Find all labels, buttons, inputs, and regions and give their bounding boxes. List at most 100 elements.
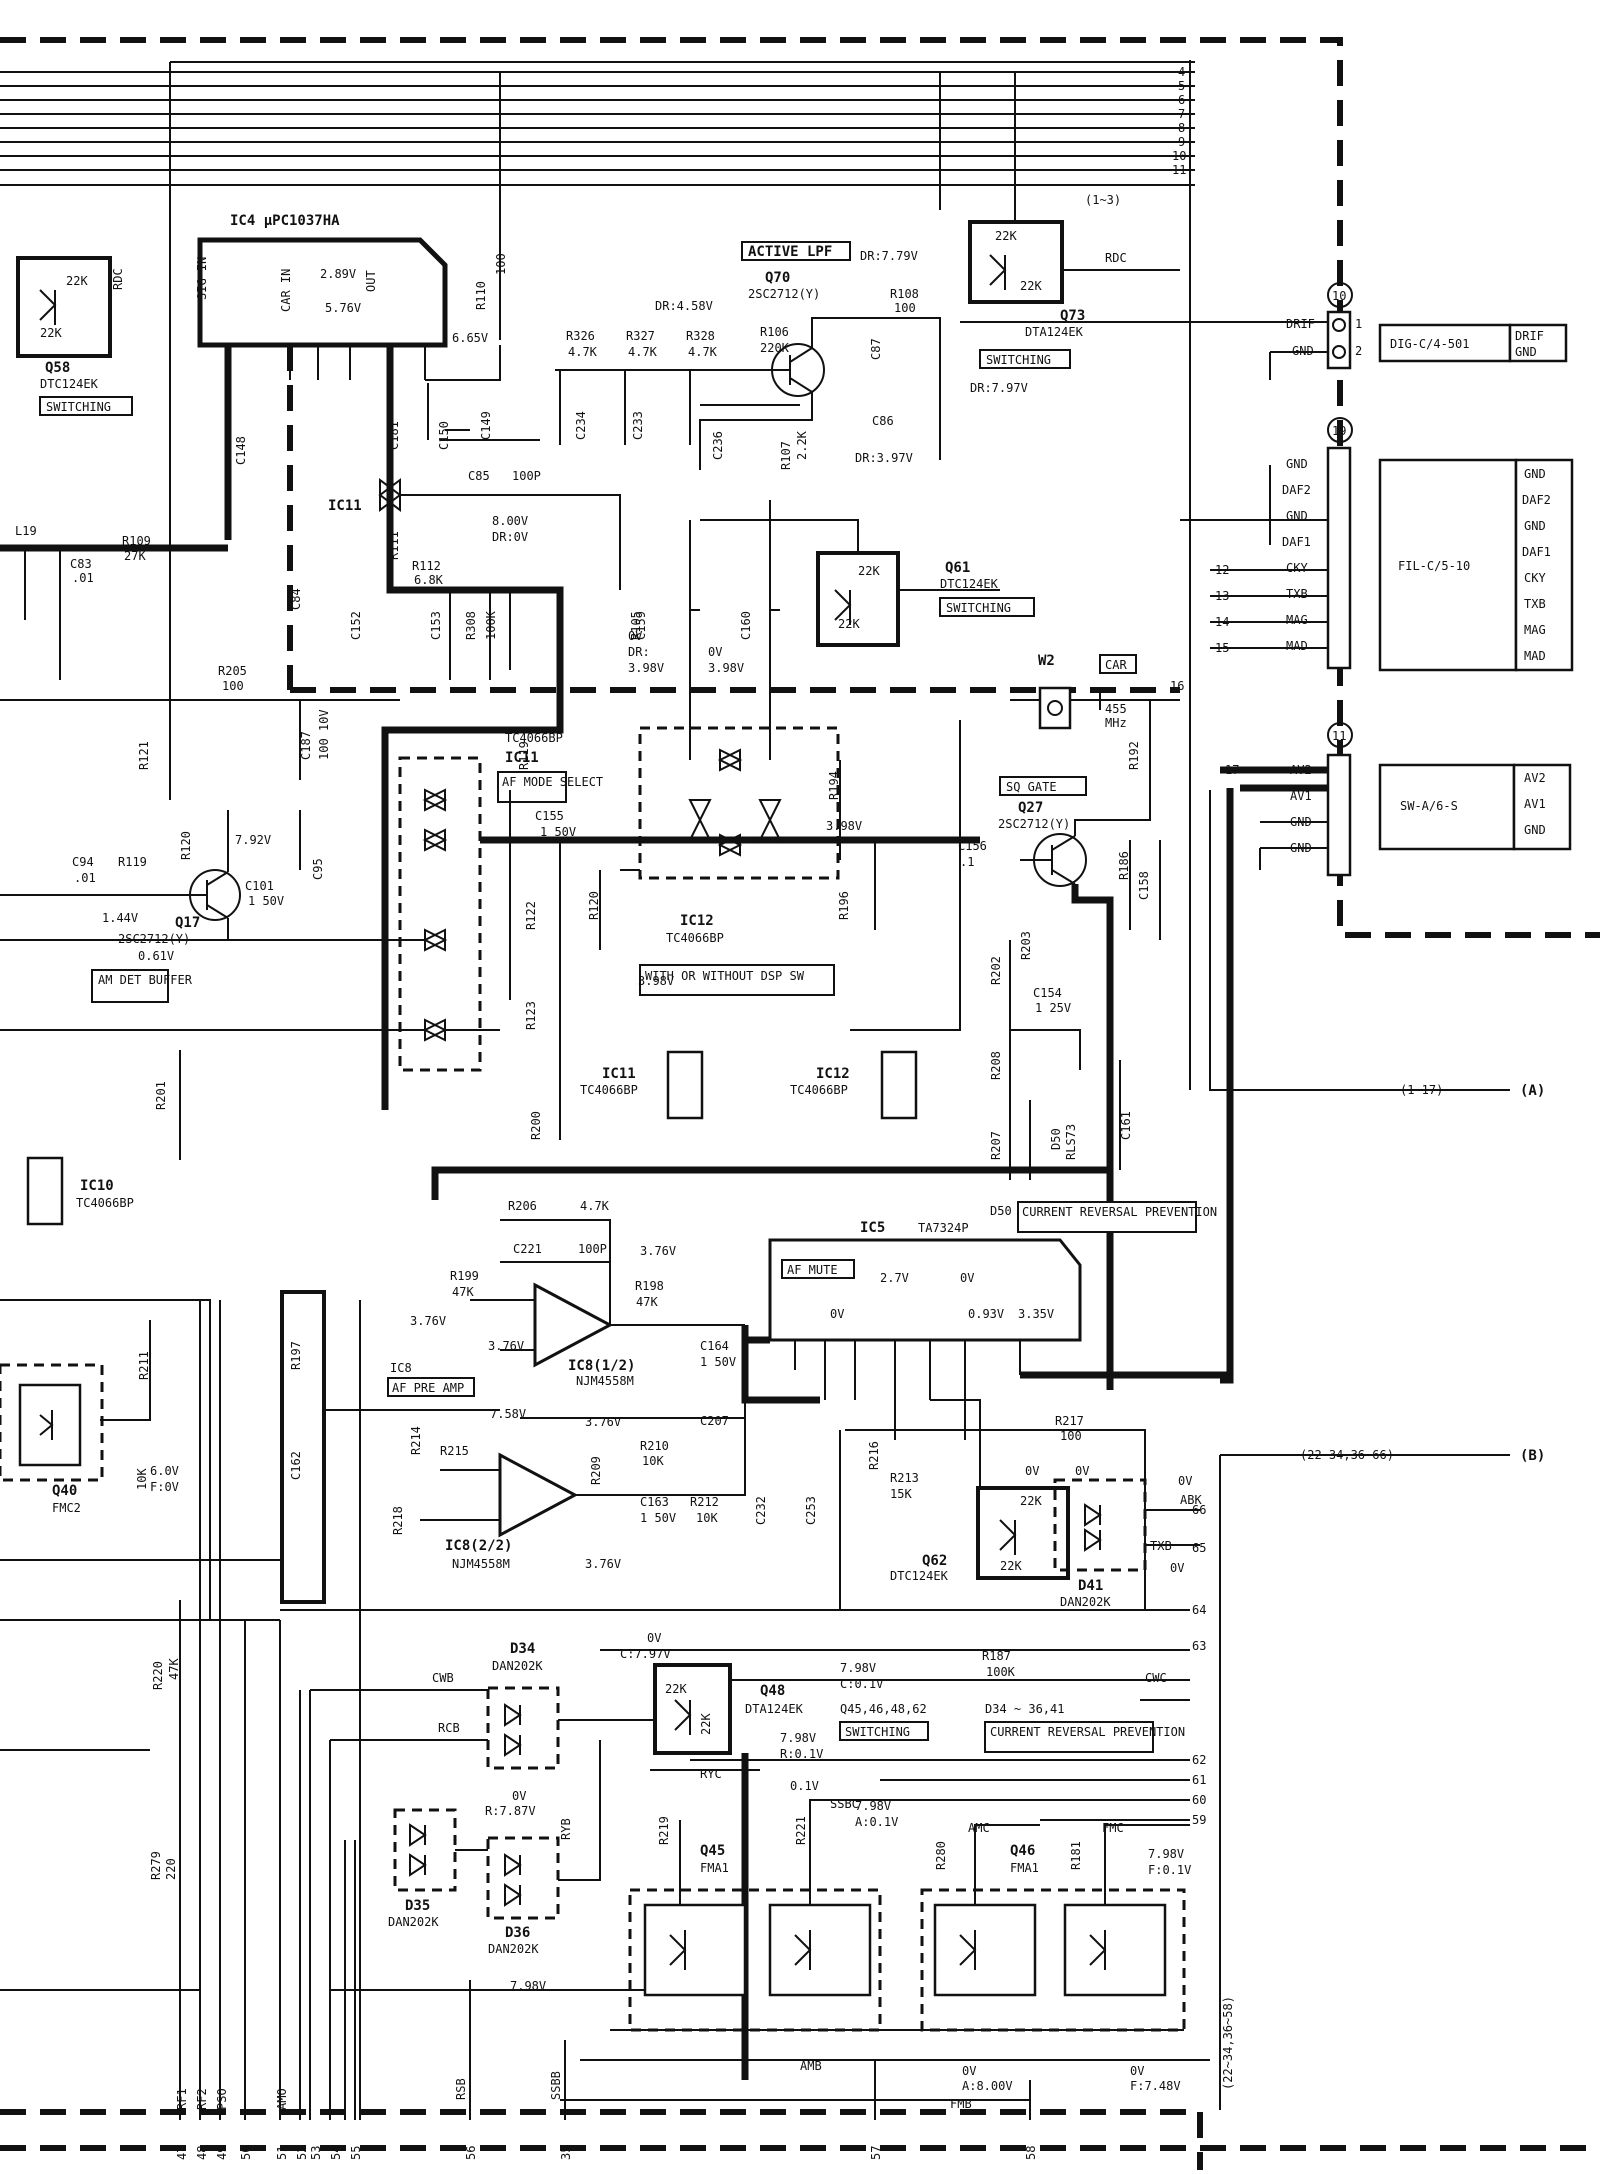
dr-7-97: DR:7.97V xyxy=(970,381,1028,395)
v798a: 7.98V xyxy=(855,1799,891,1813)
c83-ref: C83 xyxy=(70,557,92,571)
v376b: 3.76V xyxy=(410,1314,446,1328)
q61-part: DTC124EK xyxy=(940,577,999,591)
mhz: MHz xyxy=(1105,716,1127,730)
ic11-8v: 8.00V xyxy=(492,514,528,528)
r213-val: 10K xyxy=(642,1454,664,1468)
connector-19: 19 GND DAF2 GND DAF1 CKY TXB MAG MAD FIL… xyxy=(1180,417,1574,672)
c159-c160: C159 C160 0V DR: 3.98V 0V 3.98V xyxy=(628,500,780,760)
r327-ref: R327 xyxy=(626,329,655,343)
c148-ref: C148 xyxy=(234,436,248,465)
top-bus xyxy=(0,60,1195,1090)
d35-label: D35 xyxy=(405,1898,430,1914)
c84-ref: C84 xyxy=(289,588,303,610)
c187-val: 100 10V xyxy=(317,709,331,760)
conn19-side-3: GND xyxy=(1524,519,1546,533)
c236-ref: C236 xyxy=(711,431,725,460)
sig-ssbb: SSBB xyxy=(549,2071,563,2100)
af-mode-select: AF MODE SELECT xyxy=(502,775,603,789)
r120-ref: R120 xyxy=(179,831,193,860)
ic5-v0b: 0V xyxy=(960,1271,974,1285)
c149-ref: C149 xyxy=(479,411,493,440)
v798f: 7.98V xyxy=(1148,1847,1184,1861)
conn11-num: 11 xyxy=(1332,729,1346,743)
r01: R:0.1V xyxy=(780,1747,823,1761)
q45-part: FMA1 xyxy=(700,1861,729,1875)
c164-val: 1 50V xyxy=(700,1355,736,1369)
rcb-label: RCB xyxy=(438,1721,460,1735)
ic8-2-part: NJM4558M xyxy=(452,1557,510,1571)
pin-58: 58 xyxy=(1024,2146,1038,2160)
q27: SQ GATE Q27 2SC2712(Y) C156 .1 R192 R186… xyxy=(958,700,1161,1390)
q73-part: DTA124EK xyxy=(1025,325,1084,339)
rls73-label: RLS73 xyxy=(1064,1124,1078,1160)
d50-area: R202 C154 1 25V R208 R207 D50 RLS73 C161 xyxy=(431,940,1133,1200)
d34-label: D34 xyxy=(510,1641,535,1657)
c83-val: .01 xyxy=(72,571,94,585)
q73: 22K 22K Q73 DTA124EK SWITCHING RDC xyxy=(968,72,1180,369)
ic4: IC4 μPC1037HA SIG IN CAR IN OUT 2.89V 5.… xyxy=(195,213,488,380)
conn19-side-1: GND xyxy=(1524,467,1546,481)
conn11-part: SW-A/6-S xyxy=(1400,799,1458,813)
conn19-side-4: DAF1 xyxy=(1522,545,1551,559)
q62-ov-a: 0V xyxy=(1025,1464,1039,1478)
ic8-2-label: IC8(2/2) xyxy=(445,1538,512,1554)
r326-ref: R326 xyxy=(566,329,595,343)
r214-val: 4.7K xyxy=(580,1199,610,1213)
q61-22k-a: 22K xyxy=(858,564,880,578)
conn19-side-7: MAG xyxy=(1524,623,1546,637)
c85-ref: C85 xyxy=(468,469,490,483)
r218-val: 47K xyxy=(636,1295,658,1309)
rpin-63: 63 xyxy=(1192,1639,1206,1653)
q73-22k-a: 22K xyxy=(995,229,1017,243)
q40: Q40 FMC2 6.0V F:0V R211 10K xyxy=(0,1299,280,1621)
bus-1-17-label: (1~17) xyxy=(1400,1083,1443,1097)
q45-q46: Q45 FMA1 R219 R221 Q46 FMA1 R280 R181 AM… xyxy=(560,1779,1210,2111)
d50-note: D50 xyxy=(990,1204,1012,1218)
conn19-pin-2: DAF2 xyxy=(1282,483,1311,497)
r111-ref: R111 xyxy=(387,531,401,560)
ic5-v27: 2.7V xyxy=(880,1271,909,1285)
d36-part: DAN202K xyxy=(488,1942,539,1956)
v061: 0.61V xyxy=(138,949,174,963)
r208-ref: R192 xyxy=(1127,741,1141,770)
sig-rsb: RSB xyxy=(454,2078,468,2100)
q58: 22K 22K RDC Q58 DTC124EK SWITCHING xyxy=(16,256,133,416)
bus-a-label: (A) xyxy=(1520,1083,1545,1099)
q48-ov: 0V xyxy=(647,1631,661,1645)
conn19-pin-5: CKY xyxy=(1286,561,1308,575)
rpin-66: 66 xyxy=(1192,1503,1206,1517)
r106-val: 220K xyxy=(760,341,790,355)
c94-val: .01 xyxy=(74,871,96,885)
pin-54: 54 xyxy=(329,2146,343,2160)
r205-ref: R205 xyxy=(218,664,247,678)
conn19-side-5: CKY xyxy=(1524,571,1546,585)
c156-ref: C156 xyxy=(958,839,987,853)
ic12: IC12 TC4066BP WITH OR WITHOUT DSP SW 3.9… xyxy=(620,720,961,1031)
sq-gate: SQ GATE xyxy=(1006,780,1057,794)
w2-car: W2 CAR 455 MHz xyxy=(1010,653,1180,730)
c94-ref: C94 xyxy=(72,855,94,869)
r214-ref: R206 xyxy=(508,1199,537,1213)
pin-56: 56 xyxy=(464,2146,478,2160)
conn19-pin-4: DAF1 xyxy=(1282,535,1311,549)
pin-57: 57 xyxy=(869,2146,883,2160)
ic-boxes: IC11 TC4066BP IC12 TC4066BP IC10 TC4066B… xyxy=(26,1050,918,1226)
c101-val: 1 50V xyxy=(248,894,284,908)
r200-ref: R119 xyxy=(517,741,531,770)
a798: A:0.1V xyxy=(855,1815,898,1829)
conn19-part: FIL-C/5-10 xyxy=(1398,559,1470,573)
conn19-pin-6: TXB xyxy=(1286,587,1308,601)
r276-ref: R181 xyxy=(1069,1841,1083,1870)
r109-ref: R109 xyxy=(122,534,151,548)
c152-ref: C152 xyxy=(349,611,363,640)
sig-pso: PSO xyxy=(215,2088,229,2110)
q48-22k-b: 22K xyxy=(699,1713,713,1735)
r205-val: 100 xyxy=(222,679,244,693)
r219-ref: R213 xyxy=(890,1471,919,1485)
r210-ref: R214 xyxy=(409,1426,423,1455)
ic5-v093: 0.93V xyxy=(968,1307,1004,1321)
q61-label: Q61 xyxy=(945,560,970,576)
v798r: 7.98V xyxy=(780,1731,816,1745)
r787: R:7.87V xyxy=(485,1804,536,1818)
